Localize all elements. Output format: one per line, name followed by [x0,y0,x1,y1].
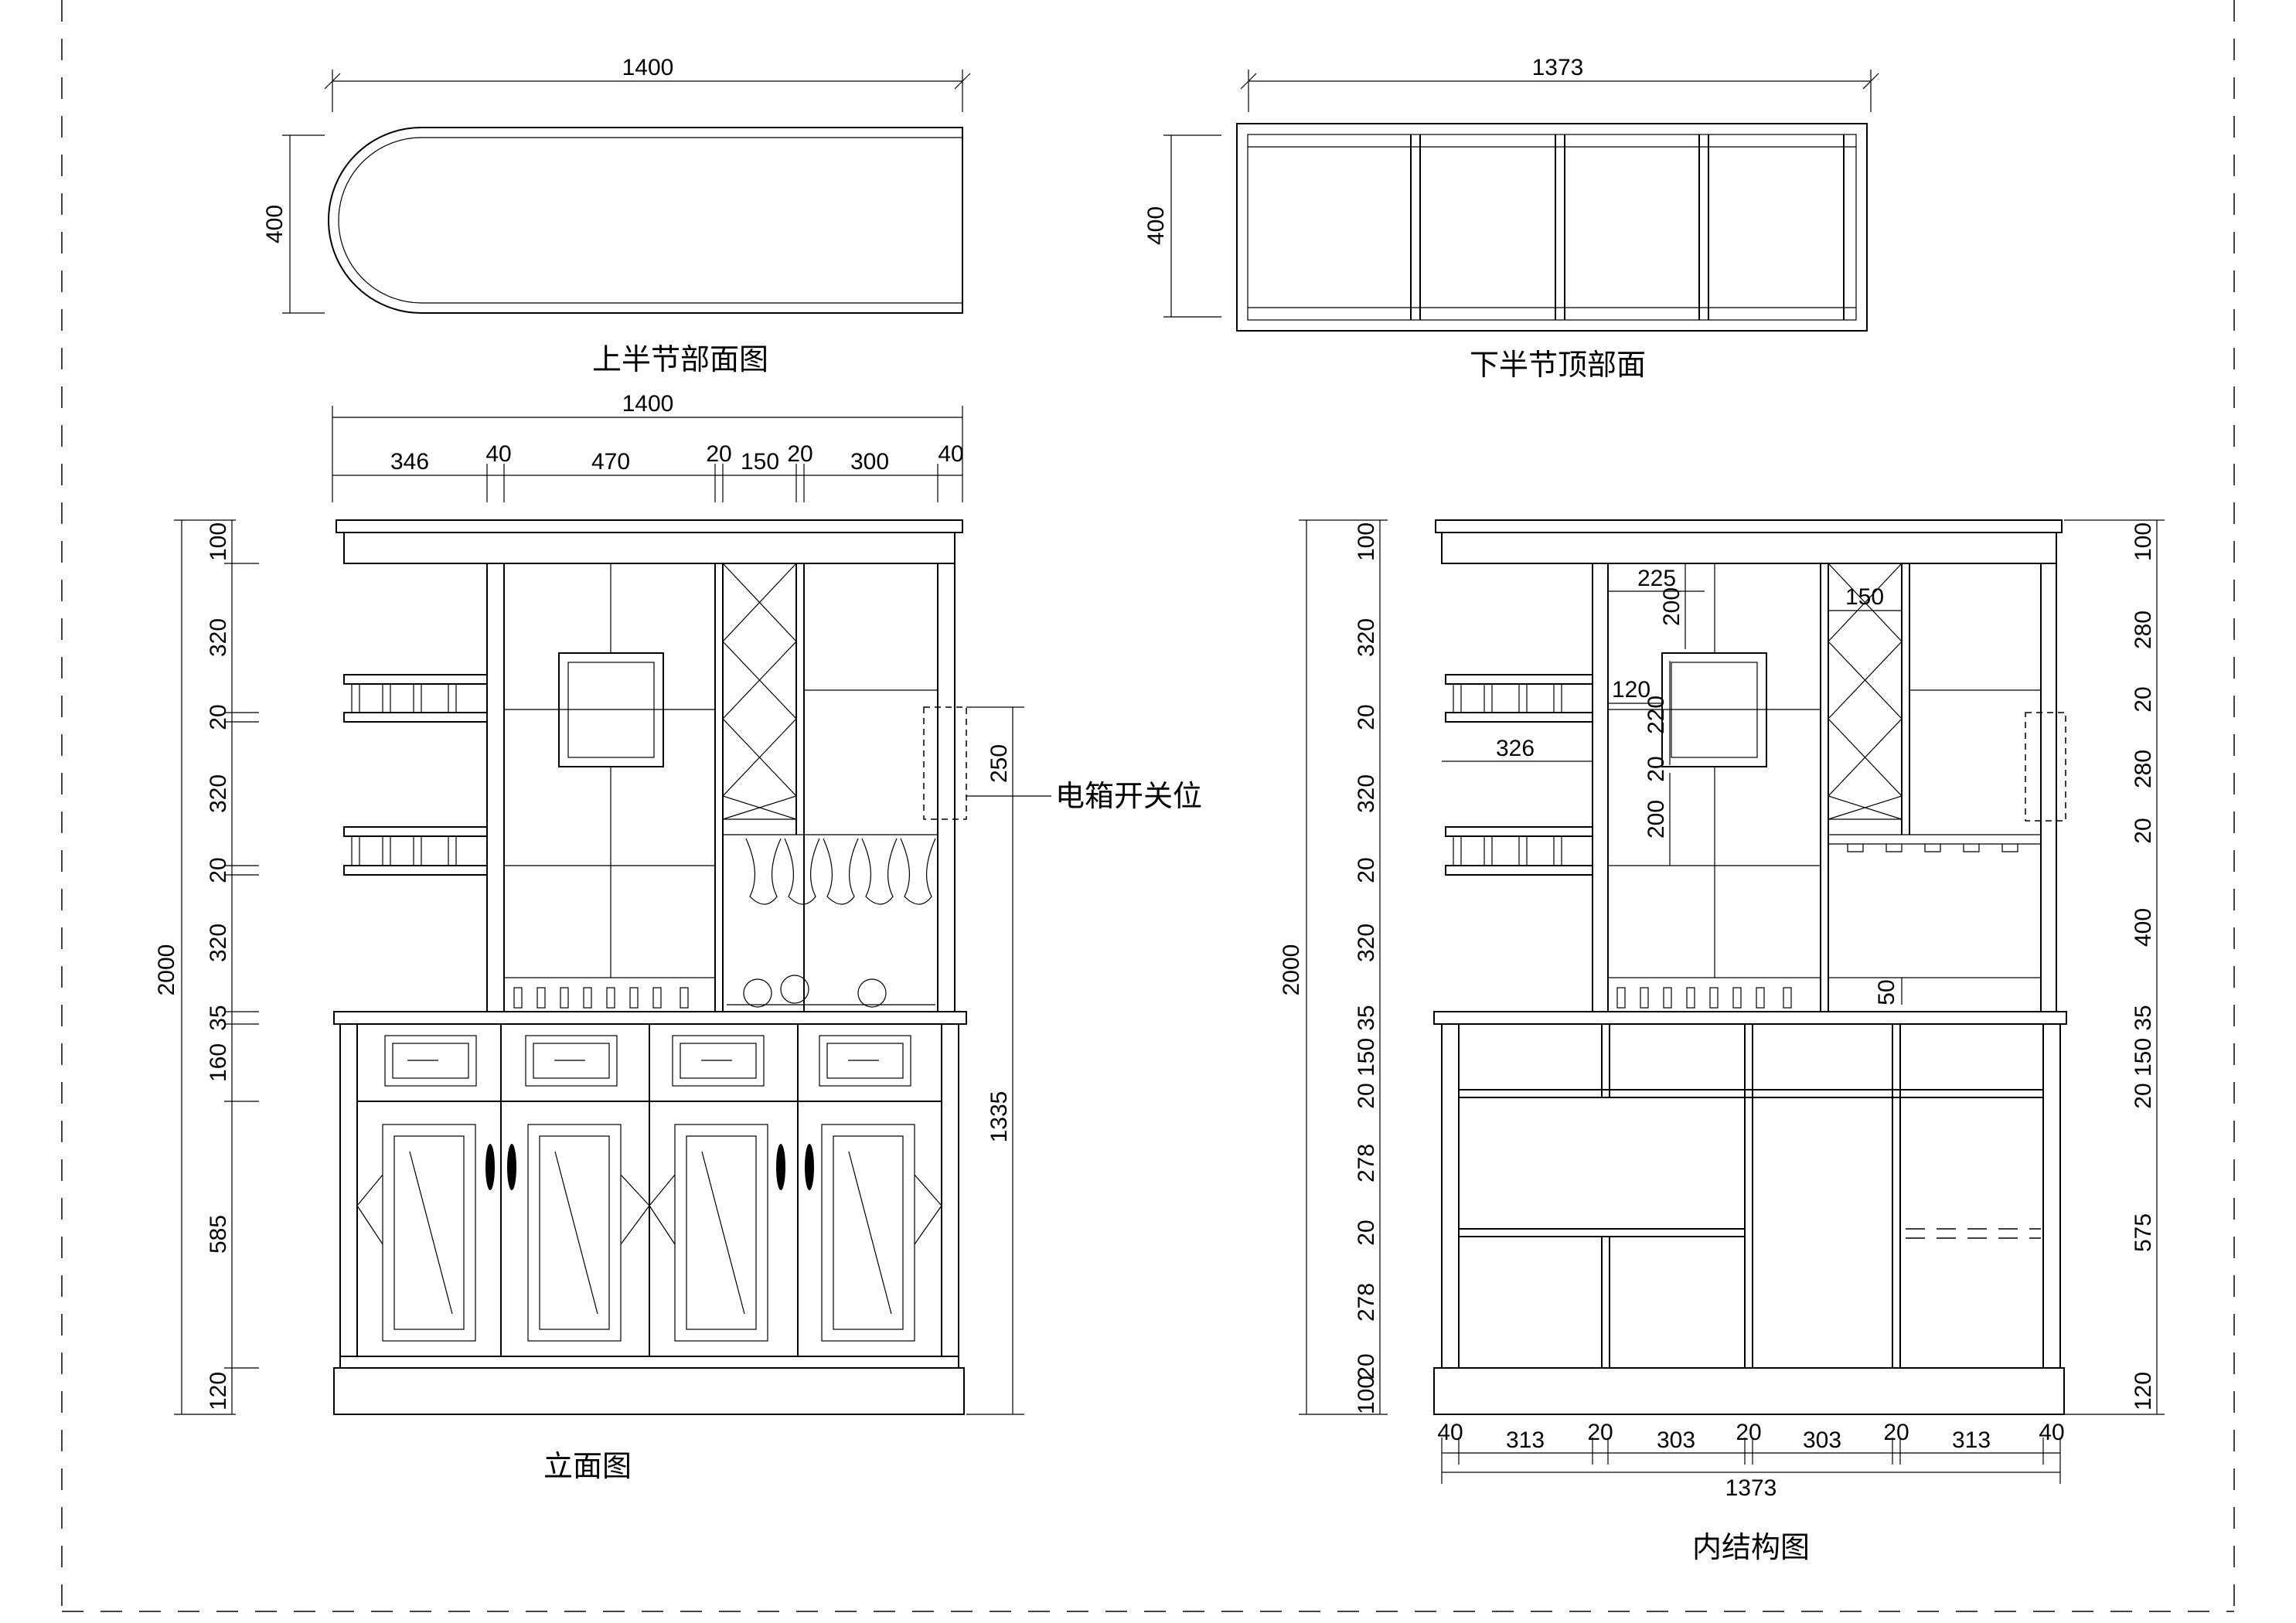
internal-inner-dim: 200 [1644,800,1669,839]
internal-left-seg: 20 [1354,1353,1379,1379]
elev-width-seg: 150 [741,449,779,475]
internal-left-seg: 278 [1354,1283,1379,1322]
internal-right-seg: 150 [2131,1038,2156,1077]
sheet-border [61,0,2235,1623]
lower-top-caption: 下半节顶部面 [1470,348,1646,382]
elev-height-seg: 120 [206,1372,231,1410]
internal-structure: 225 200 150 120 220 20 200 326 50 40 313… [1279,519,2165,1564]
elev-total-height: 2000 [154,944,179,996]
internal-right-seg: 20 [2131,1083,2156,1108]
internal-inner-dim: 150 [1845,584,1884,610]
elev-width-seg: 20 [706,441,731,467]
internal-left-seg: 150 [1354,1038,1379,1077]
elev-height-seg: 20 [206,704,231,730]
lower-top-width-dim: 1373 [1532,55,1584,80]
elev-total-width: 1400 [622,391,674,417]
switch-location-label: 电箱开关位 [1055,779,1202,813]
internal-width-seg: 20 [1736,1420,1761,1445]
internal-width-seg: 303 [1803,1427,1841,1453]
internal-right-seg: 120 [2131,1372,2156,1410]
elev-width-seg: 40 [485,441,511,467]
internal-right-seg: 280 [2131,750,2156,788]
internal-left-seg: 20 [1354,1220,1379,1245]
internal-right-seg: 20 [2131,686,2156,712]
internal-inner-dim: 20 [1644,756,1669,781]
elev-width-seg: 20 [787,441,812,467]
internal-total-width: 1373 [1725,1475,1777,1501]
internal-inner-dim: 326 [1496,736,1535,761]
lower-top-depth-dim: 400 [1143,206,1169,245]
internal-inner-dim: 50 [1874,979,1899,1005]
front-elevation: 电箱开关位 1400 346 40 470 20 150 20 300 40 2… [154,391,1202,1483]
elev-switch-height: 250 [986,744,1012,783]
upper-section-plan: 1400 400 上半节部面图 [262,55,971,376]
upper-depth-dim: 400 [262,205,288,243]
lower-top-plan: 1373 400 下半节顶部面 [1143,55,1879,382]
internal-width-seg: 313 [1506,1427,1545,1453]
internal-inner-dim: 220 [1644,696,1669,734]
internal-inner-dim: 225 [1637,566,1676,591]
internal-caption: 内结构图 [1692,1530,1810,1564]
internal-right-seg: 280 [2131,611,2156,649]
elev-lower-height: 1335 [986,1091,1012,1143]
upper-section-caption: 上半节部面图 [592,342,768,376]
internal-inner-dim: 200 [1659,587,1685,626]
elev-height-seg: 585 [206,1215,231,1254]
internal-left-seg: 20 [1354,1083,1379,1108]
elev-width-seg: 40 [938,441,963,467]
internal-left-seg: 100 [1354,522,1379,561]
elev-height-seg: 320 [206,618,231,657]
elev-height-seg: 320 [206,774,231,813]
internal-width-seg: 40 [2039,1420,2064,1445]
internal-left-seg: 320 [1354,924,1379,962]
elev-height-seg: 160 [206,1043,231,1082]
internal-width-seg: 313 [1952,1427,1991,1453]
internal-left-seg: 35 [1354,1005,1379,1030]
internal-width-seg: 40 [1437,1420,1463,1445]
upper-width-dim: 1400 [622,55,674,80]
elev-height-seg: 35 [206,1005,231,1030]
elevation-caption: 立面图 [543,1449,632,1483]
internal-inner-dim: 120 [1612,677,1650,703]
internal-width-seg: 20 [1587,1420,1613,1445]
elev-width-seg: 470 [591,449,630,475]
elev-width-seg: 346 [390,449,429,475]
internal-right-seg: 20 [2131,818,2156,843]
elev-height-seg: 320 [206,924,231,962]
internal-total-height: 2000 [1279,944,1304,996]
internal-left-seg: 100 [1354,1376,1379,1414]
internal-left-seg: 320 [1354,774,1379,813]
elev-height-seg: 20 [206,857,231,883]
internal-left-seg: 20 [1354,857,1379,883]
internal-width-seg: 303 [1657,1427,1695,1453]
internal-right-seg: 575 [2131,1213,2156,1252]
elev-width-seg: 300 [850,449,889,475]
internal-width-seg: 20 [1883,1420,1909,1445]
internal-right-seg: 400 [2131,908,2156,947]
internal-left-seg: 20 [1354,704,1379,730]
internal-right-seg: 35 [2131,1005,2156,1030]
elev-height-seg: 100 [206,522,231,561]
internal-left-seg: 278 [1354,1144,1379,1182]
internal-left-seg: 320 [1354,618,1379,657]
internal-right-seg: 100 [2131,522,2156,561]
